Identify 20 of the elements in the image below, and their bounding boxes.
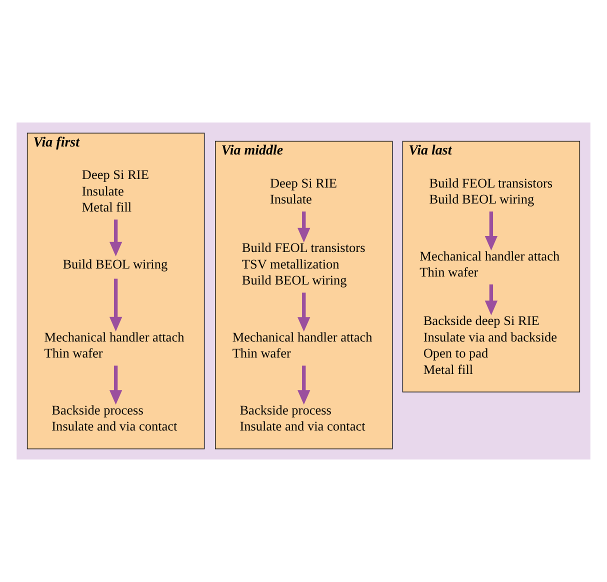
arrow xyxy=(298,366,310,405)
arrow xyxy=(109,366,122,405)
arrow xyxy=(109,278,122,332)
node-text: Mechanical handler attach Thin wafer xyxy=(232,329,372,361)
arrow xyxy=(298,292,310,332)
node-text: Build FEOL transistors Build BEOL wiring xyxy=(429,175,553,207)
arrow xyxy=(109,220,122,256)
node-text: Mechanical handler attach Thin wafer xyxy=(44,329,184,361)
node-text: Deep Si RIE Insulate Metal fill xyxy=(82,167,149,215)
node-text: Backside process Insulate and via contact xyxy=(52,402,178,434)
node-text: Backside deep Si RIE Insulate via and backside Open to pad Metal fill xyxy=(423,313,558,377)
node-text: Backside process Insulate and via contact xyxy=(240,402,366,434)
node-text: Build BEOL wiring xyxy=(62,256,168,272)
node-text: Build FEOL transistors TSV metallization Build BEOL wiring xyxy=(242,240,366,288)
cluster xyxy=(16,122,590,460)
arrow xyxy=(484,212,498,251)
arrow xyxy=(484,284,498,316)
node-text: Deep Si RIE Insulate xyxy=(270,175,338,207)
node-text: Mechanical handler attach Thin wafer xyxy=(420,248,560,280)
arrow xyxy=(298,212,310,242)
